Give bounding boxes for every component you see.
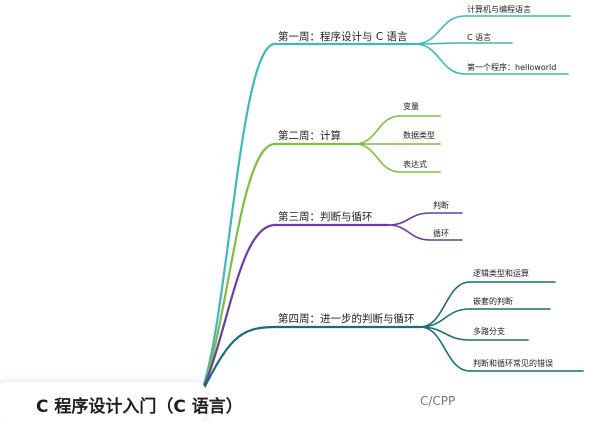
topic-node-3-2[interactable]: 循环 bbox=[433, 228, 449, 238]
topic-connector-2-3 bbox=[354, 143, 401, 173]
topic-connector-1-1 bbox=[414, 15, 466, 45]
topic-connector-2-1 bbox=[354, 115, 401, 145]
week-node-3[interactable]: 第三周：判断与循环 bbox=[278, 210, 373, 223]
topic-node-2-3[interactable]: 表达式 bbox=[403, 159, 427, 169]
topic-node-4-4[interactable]: 判断和循环常见的错误 bbox=[473, 358, 553, 368]
topic-connector-3-2 bbox=[387, 224, 431, 241]
topic-node-3-1[interactable]: 判断 bbox=[433, 200, 449, 210]
topic-connector-4-4 bbox=[419, 326, 471, 372]
week-node-4[interactable]: 第四周：进一步的判断与循环 bbox=[278, 312, 415, 325]
topic-connector-1-3 bbox=[414, 43, 466, 75]
topic-connector-4-1 bbox=[419, 281, 471, 328]
week-node-2[interactable]: 第二周：计算 bbox=[278, 129, 341, 142]
topic-node-1-2[interactable]: C 语言 bbox=[467, 32, 491, 42]
branch-connector-3 bbox=[196, 223, 277, 400]
branch-connector-4 bbox=[196, 325, 277, 400]
topic-node-1-3[interactable]: 第一个程序：helloworld bbox=[467, 62, 556, 72]
partial-text: C/CPP bbox=[420, 394, 456, 408]
root-title: C 程序设计入门（C 语言） bbox=[36, 397, 243, 417]
topic-node-4-2[interactable]: 嵌套的判断 bbox=[473, 296, 513, 306]
branch-connector-2 bbox=[196, 142, 277, 400]
topic-node-4-1[interactable]: 逻辑类型和运算 bbox=[473, 268, 529, 278]
connector-lines bbox=[196, 15, 584, 400]
topic-node-1-1[interactable]: 计算机与编程语言 bbox=[467, 4, 531, 14]
topic-node-4-3[interactable]: 多路分支 bbox=[473, 326, 505, 336]
topic-node-2-2[interactable]: 数据类型 bbox=[403, 130, 435, 140]
topic-node-2-1[interactable]: 变量 bbox=[403, 101, 419, 111]
mind-map: 第一周：程序设计与 C 语言 计算机与编程语言 C 语言第一个程序：hellowor… bbox=[196, 4, 584, 400]
week-node-1[interactable]: 第一周：程序设计与 C 语言 bbox=[278, 30, 408, 43]
topic-connector-3-1 bbox=[387, 212, 431, 226]
branch-connector-1 bbox=[196, 42, 277, 400]
topic-connector-4-2 bbox=[419, 308, 471, 328]
node-labels: 第一周：程序设计与 C 语言 计算机与编程语言 C 语言第一个程序：hellowor… bbox=[278, 4, 556, 368]
